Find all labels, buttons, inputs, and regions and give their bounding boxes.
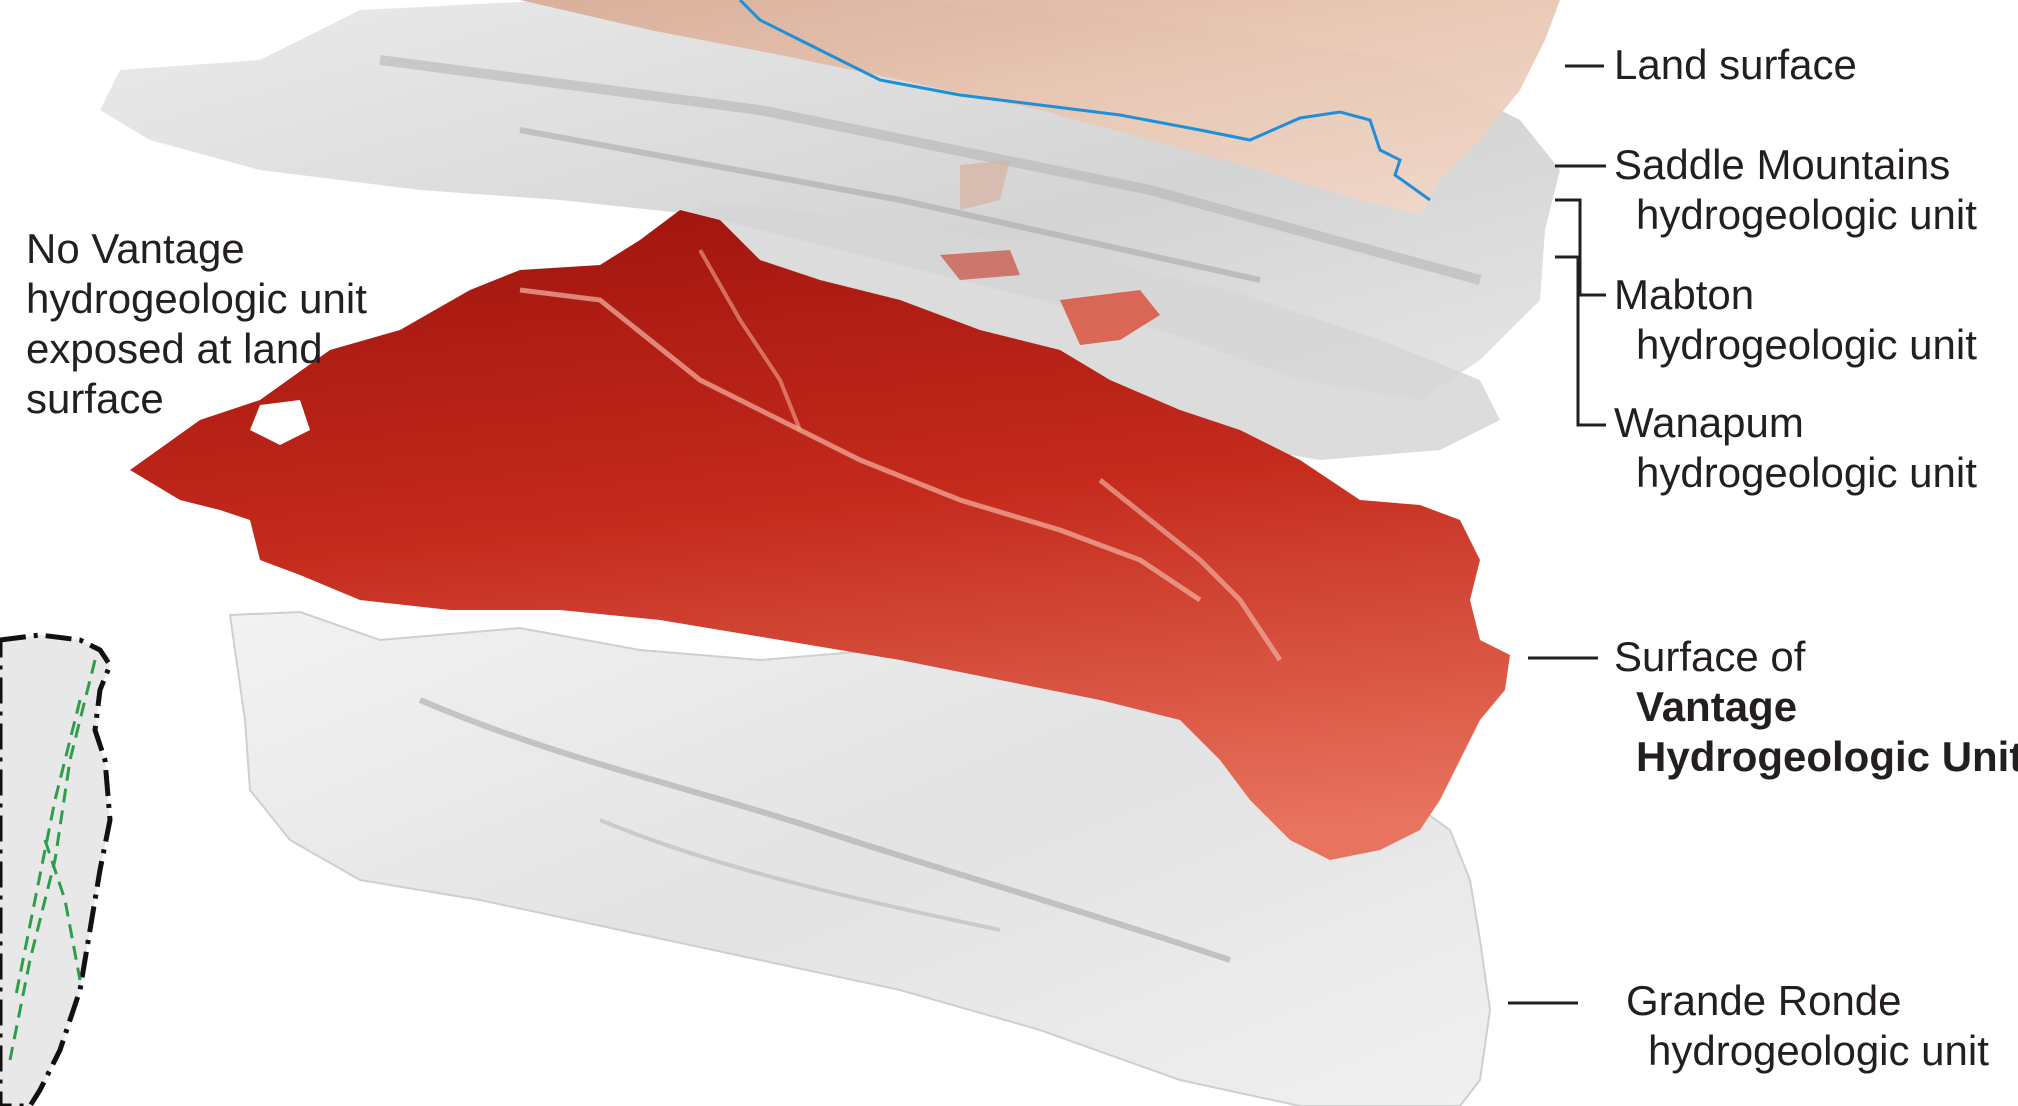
vantage-gap [250, 400, 310, 445]
annotation-line: No Vantage [26, 225, 245, 272]
grande-ronde-ridge [599, 818, 1001, 932]
vantage-ridge [1098, 478, 1283, 662]
label-line: hydrogeologic unit [1636, 449, 1977, 496]
vantage-ridge [519, 287, 1202, 603]
annotation-line: exposed at land [26, 325, 323, 372]
fault-line [43, 839, 82, 981]
wanapum-label: Wanapum hydrogeologic unit [1614, 398, 1977, 498]
land-surface-label: Land surface [1614, 40, 1857, 90]
vantage-label: Surface of Vantage Hydrogeologic Unit [1614, 632, 2018, 782]
vantage-fragment [940, 250, 1020, 280]
wanapum-streak [379, 55, 1482, 285]
label-line: Hydrogeologic Unit [1636, 733, 2018, 780]
mabton-leader [1555, 198, 1606, 297]
saddle-mountains-label: Saddle Mountains hydrogeologic unit [1614, 140, 1977, 240]
vantage-fragment [1060, 290, 1160, 345]
label-line: hydrogeologic unit [1648, 1027, 1989, 1074]
grande-ronde-surface [228, 610, 1492, 1106]
fault-line [8, 659, 97, 1061]
label-line: Vantage [1636, 683, 1798, 730]
wanapum-leader [1555, 255, 1606, 427]
label-line: Surface of [1614, 633, 1806, 680]
mabton-label: Mabton hydrogeologic unit [1614, 270, 1977, 370]
vantage-ridge [698, 249, 802, 431]
land-surface [520, 0, 1560, 215]
label-line: hydrogeologic unit [1636, 191, 1977, 238]
annotation-line: hydrogeologic unit [26, 275, 367, 322]
no-vantage-annotation: No Vantage hydrogeologic unit exposed at… [26, 224, 367, 424]
grande-ronde-label: Grande Ronde hydrogeologic unit [1626, 976, 1989, 1076]
annotation-line: surface [26, 375, 164, 422]
fault-line [13, 699, 82, 1001]
label-line: Saddle Mountains [1614, 141, 1951, 188]
label-line: Grande Ronde [1626, 977, 1902, 1024]
land-fragment [960, 160, 1010, 210]
label-line: Mabton [1614, 271, 1755, 318]
label-line: Wanapum [1614, 399, 1804, 446]
label-line: hydrogeologic unit [1636, 321, 1977, 368]
vantage-surface [130, 210, 1510, 860]
wanapum-streak [519, 127, 1261, 283]
grande-ronde-ridge [418, 697, 1231, 963]
river-line [738, 0, 1431, 202]
label-line: Land surface [1614, 41, 1857, 88]
